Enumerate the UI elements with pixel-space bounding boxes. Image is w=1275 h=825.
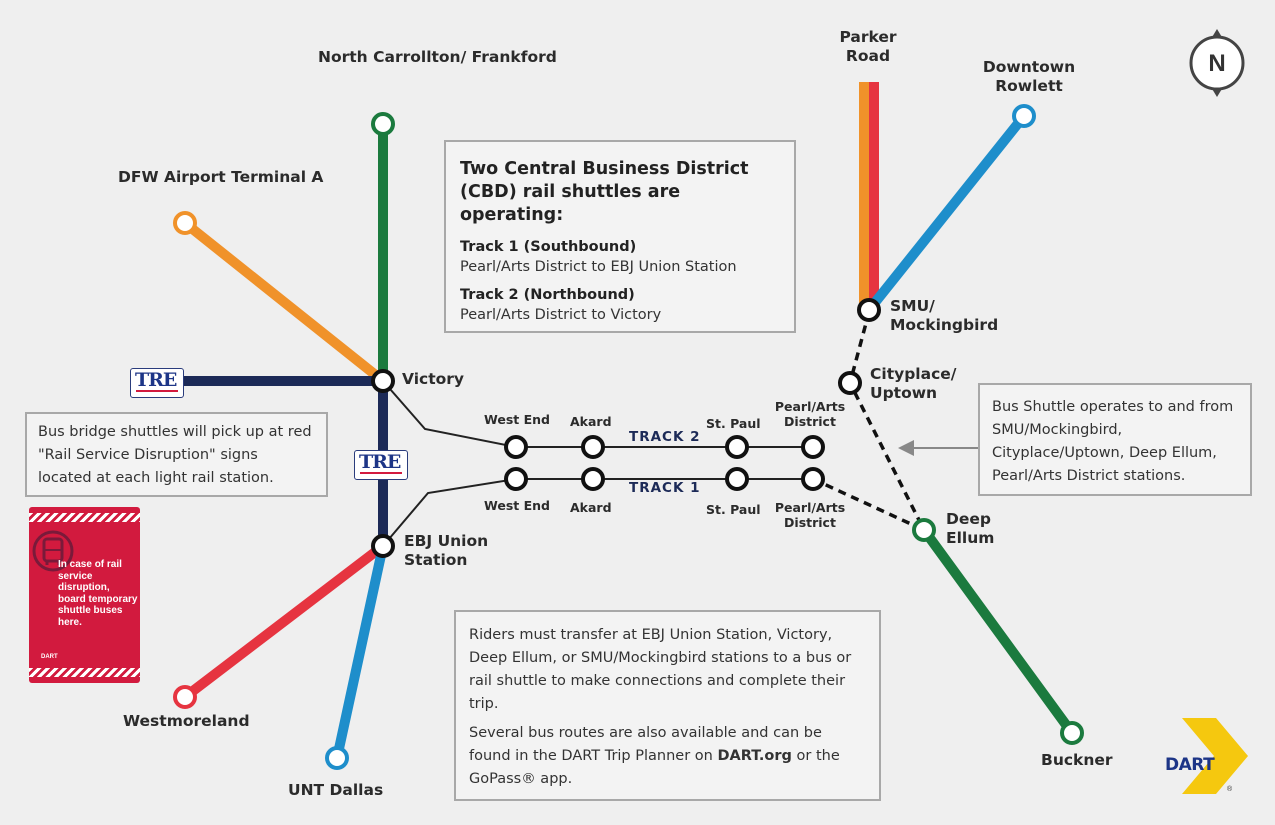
- riders-p2: Several bus routes are also available an…: [469, 725, 840, 787]
- track1-title: Track 1 (Southbound): [460, 239, 637, 255]
- label-north-carrollton: North Carrollton/ Frankford: [318, 48, 557, 66]
- rail-disruption-sign: In case of rail service disruption, boar…: [29, 507, 140, 683]
- green-line-buckner: [919, 525, 1077, 738]
- station-cityplace: [838, 371, 862, 395]
- station-west-end-t2: [504, 435, 528, 459]
- connector-victory: [382, 380, 517, 448]
- track1-desc: Pearl/Arts District to EBJ Union Station: [460, 259, 737, 275]
- label-unt: UNT Dallas: [288, 781, 384, 799]
- track2-title: Track 2 (Northbound): [460, 287, 635, 303]
- station-st-paul-t2: [725, 435, 749, 459]
- label-parker: Parker Road: [839, 28, 897, 65]
- bus-bridge-box: Bus bridge shuttles will pick up at red …: [25, 412, 328, 497]
- label-akard-t1: Akard: [570, 500, 612, 515]
- bus-icon: [32, 530, 74, 572]
- sign-text: In case of rail service disruption, boar…: [58, 559, 138, 628]
- cbd-heading: Two Central Business District (CBD) rail…: [460, 159, 749, 225]
- station-west-end-t1: [504, 467, 528, 491]
- riders-p1: Riders must transfer at EBJ Union Statio…: [469, 627, 852, 712]
- station-unt: [325, 746, 349, 770]
- label-buckner: Buckner: [1041, 751, 1113, 769]
- label-deep-ellum: Deep Ellum: [946, 510, 995, 547]
- blue-line-unt: [332, 541, 388, 763]
- station-st-paul-t1: [725, 467, 749, 491]
- station-smu: [857, 298, 881, 322]
- compass-icon: N: [1188, 27, 1246, 99]
- track2-desc: Pearl/Arts District to Victory: [460, 307, 662, 323]
- label-track-1: TRACK 1: [629, 480, 701, 496]
- dart-logo: DART ®: [1160, 718, 1250, 798]
- connector-ebj: [382, 478, 517, 547]
- red-line-westmoreland: [180, 541, 388, 702]
- station-westmoreland: [173, 685, 197, 709]
- cbd-info-box: Two Central Business District (CBD) rail…: [444, 140, 796, 333]
- bus-shuttle-path: [848, 311, 926, 531]
- station-north-carrollton: [371, 112, 395, 136]
- label-pearl-t1: Pearl/Arts District: [774, 500, 846, 530]
- tre-logo: TRE: [130, 368, 184, 398]
- orange-line-dfw: [180, 218, 388, 386]
- label-track-2: TRACK 2: [629, 429, 701, 445]
- label-cityplace: Cityplace/ Uptown: [870, 365, 957, 402]
- arrow-head-icon: [898, 440, 914, 456]
- label-ebj: EBJ Union Station: [404, 532, 489, 569]
- dart-org-link[interactable]: DART.org: [717, 748, 792, 764]
- station-rowlett: [1012, 104, 1036, 128]
- dart-logo-text: DART: [1165, 755, 1215, 775]
- label-rowlett: Downtown Rowlett: [982, 58, 1076, 95]
- riders-info-box: Riders must transfer at EBJ Union Statio…: [454, 610, 881, 801]
- station-buckner: [1060, 721, 1084, 745]
- station-ebj: [371, 534, 395, 558]
- bus-shuttle-pearl: [812, 477, 925, 532]
- tre-logo: TRE: [354, 450, 408, 480]
- label-west-end-t2: West End: [484, 412, 550, 427]
- station-dfw: [173, 211, 197, 235]
- label-west-end-t1: West End: [484, 498, 550, 513]
- label-st-paul-t1: St. Paul: [706, 502, 761, 517]
- station-deep-ellum: [912, 518, 936, 542]
- station-pearl-t1: [801, 467, 825, 491]
- label-st-paul-t2: St. Paul: [706, 416, 761, 431]
- station-pearl-t2: [801, 435, 825, 459]
- label-victory: Victory: [402, 370, 465, 388]
- label-westmoreland: Westmoreland: [123, 712, 250, 730]
- station-victory: [371, 369, 395, 393]
- station-akard-t1: [581, 467, 605, 491]
- compass-n-label: N: [1208, 50, 1226, 77]
- label-smu: SMU/ Mockingbird: [890, 297, 999, 334]
- label-akard-t2: Akard: [570, 414, 612, 429]
- bus-shuttle-box: Bus Shuttle operates to and from SMU/Moc…: [978, 383, 1252, 496]
- sign-dart-logo: DART: [41, 654, 58, 660]
- blue-line-rowlett: [864, 111, 1029, 315]
- label-pearl-t2: Pearl/Arts District: [774, 399, 846, 429]
- label-dfw: DFW Airport Terminal A: [118, 168, 324, 186]
- station-akard-t2: [581, 435, 605, 459]
